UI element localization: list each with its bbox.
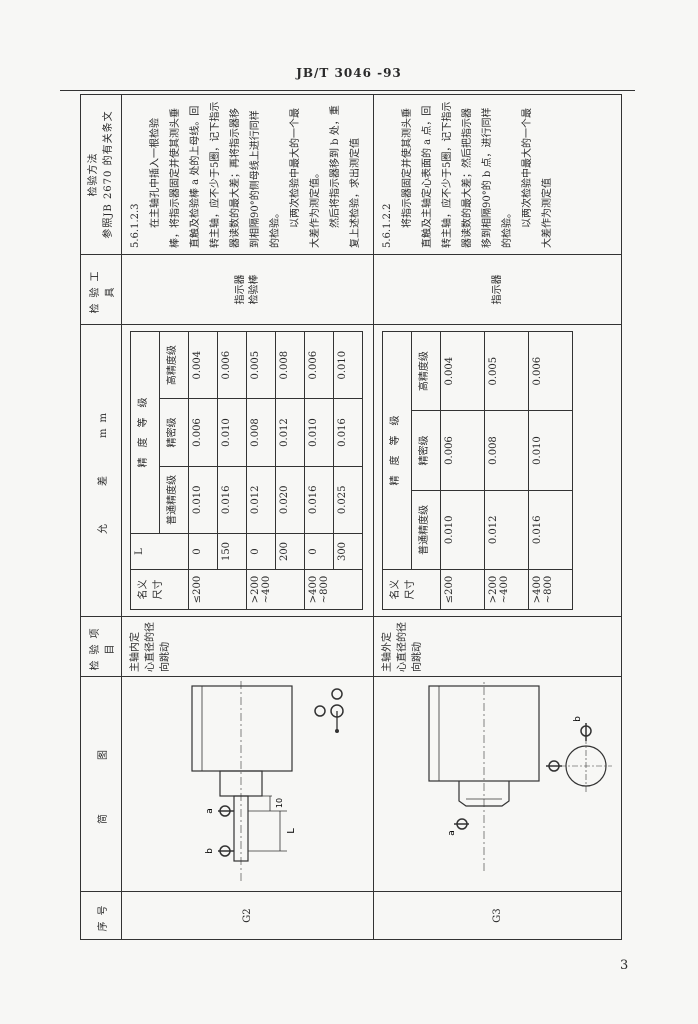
tolerance-table-g2: 名义 尺寸 L 精 度 等 级 普通精度级 精密级 高精度级 ≤200 0 0.… [130,331,363,610]
method-g2: 5.6.1.2.3 在主轴孔中插入一根检验棒，将指示器固定并使其测头垂直触及检验… [121,94,374,255]
table-row: 150 0.016 0.010 0.006 [217,331,247,610]
doc-header: JB/T 3046 -93 [296,66,402,80]
table-row: 200 0.020 0.012 0.008 [275,331,305,610]
spindle-outer-diagram: a b [428,681,612,871]
item-g2: 主轴内定 心直径的径 向跳动 [121,616,374,677]
table-row: G2 a b L 10 [121,94,374,940]
table-row: >200 ~400 0.012 0.008 0.005 [484,331,529,610]
label-b: b [573,716,583,722]
spindle-bar-diagram: a b L 10 [191,681,344,881]
header-row: 序号 简 图 检验项目 允 差 mm 检验工具 检验方法 参照JB 2670 的… [80,94,122,940]
diagram-g2: a b L 10 [121,676,374,892]
table-row: >200 ~400 0 0.012 0.008 0.005 [246,331,305,610]
tolerance-g3: 名义 尺寸 精 度 等 级 普通精度级 精密级 高精度级 ≤200 0.010 … [373,324,622,617]
col-header-diagram: 简 图 [80,676,122,892]
label-num: 10 [275,798,284,808]
row-seq: G2 [121,891,374,940]
col-header-item: 检验项目 [80,616,122,677]
item-g3: 主轴外定 心直径的径 向跳动 [373,616,622,677]
col-header-tool: 检验工具 [80,254,122,325]
table-row: 300 0.025 0.016 0.010 [333,331,363,610]
col-header-tolerance: 允 差 mm [80,324,122,617]
rotated-table-container: 序号 简 图 检验项目 允 差 mm 检验工具 检验方法 参照JB 2670 的… [80,94,622,940]
col-header-method: 检验方法 参照JB 2670 的有关条文 [80,94,122,255]
label-a: a [447,830,457,836]
table-row: ≤200 0 0.010 0.006 0.004 [188,331,247,610]
table-row: ≤200 0.010 0.006 0.004 [440,331,485,610]
method-g3: 5.6.1.2.2 将指示器固定并使其测头垂直触及主轴定心表面的 a 点，回转主… [373,94,622,255]
row-seq: G3 [373,891,622,940]
header-rule [60,90,635,91]
tool-g3: 指示器 [373,254,622,325]
table-row: >400 ~800 0.016 0.010 0.006 [528,331,573,610]
tolerance-table-g3: 名义 尺寸 精 度 等 级 普通精度级 精密级 高精度级 ≤200 0.010 … [382,331,573,610]
col-header-seq: 序号 [80,891,122,940]
table-row: >400 ~800 0 0.016 0.010 0.006 [304,331,363,610]
label-b: b [205,848,215,854]
tool-g2: 指示器 检验棒 [121,254,374,325]
label-L: L [286,828,297,834]
diagram-g3: a b [373,676,622,892]
page-number: 3 [620,958,629,973]
label-a: a [205,808,215,814]
table-row: G3 a b 主轴外定 心直径的径 向跳动 [373,94,622,940]
inspection-table: 序号 简 图 检验项目 允 差 mm 检验工具 检验方法 参照JB 2670 的… [80,94,622,940]
tolerance-g2: 名义 尺寸 L 精 度 等 级 普通精度级 精密级 高精度级 ≤200 0 0.… [121,324,374,617]
